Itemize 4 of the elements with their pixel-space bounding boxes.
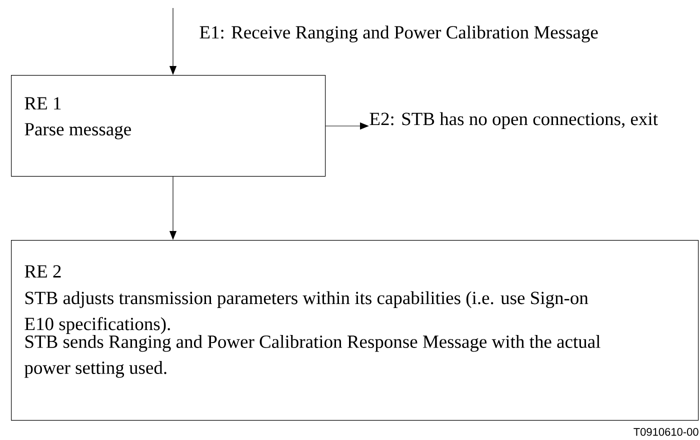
- process-box: RE 2 STB adjusts transmission parameters within its capabilities (i.e. use Sign-on E10 specifications). STB sends Ranging and Power Calibration Response Message with the actual power setting used.: [11, 240, 699, 421]
- edge-label: E1: Receive Ranging and Power Calibration Message: [198, 24, 600, 44]
- process-box: RE 1 Parse message: [11, 75, 326, 177]
- event-text: E2: STB has no open connections, exit: [370, 112, 658, 129]
